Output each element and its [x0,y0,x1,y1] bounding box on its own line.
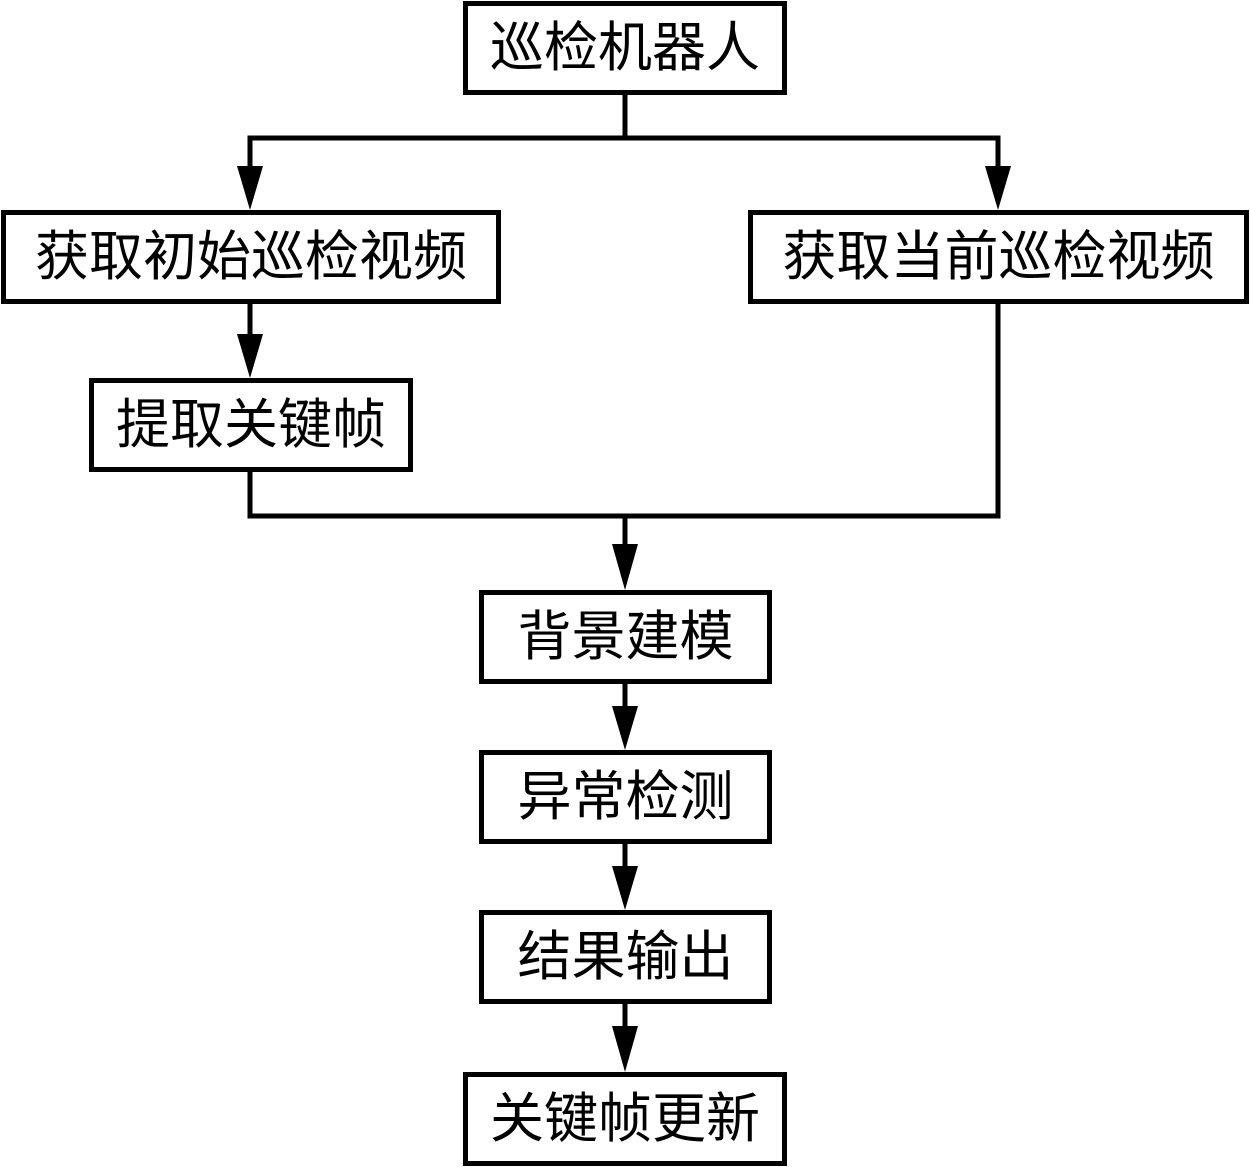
node-inspection-robot: 巡检机器人 [463,1,787,95]
arrowhead-keyframe [237,334,263,378]
arrowhead-background [612,544,638,590]
node-get-initial-video: 获取初始巡检视频 [1,210,501,304]
node-extract-keyframe: 提取关键帧 [89,378,413,472]
node-background-modeling: 背景建模 [479,590,772,684]
node-anomaly-detection: 异常检测 [479,750,772,844]
node-keyframe-update: 关键帧更新 [463,1072,787,1166]
arrowhead-current-video [985,166,1011,210]
arrowhead-initial-video [237,166,263,210]
arrowhead-anomaly [612,706,638,750]
node-result-output: 结果输出 [479,910,772,1004]
arrowhead-update [612,1026,638,1072]
arrowhead-output [612,866,638,910]
node-get-current-video: 获取当前巡检视频 [748,210,1249,304]
